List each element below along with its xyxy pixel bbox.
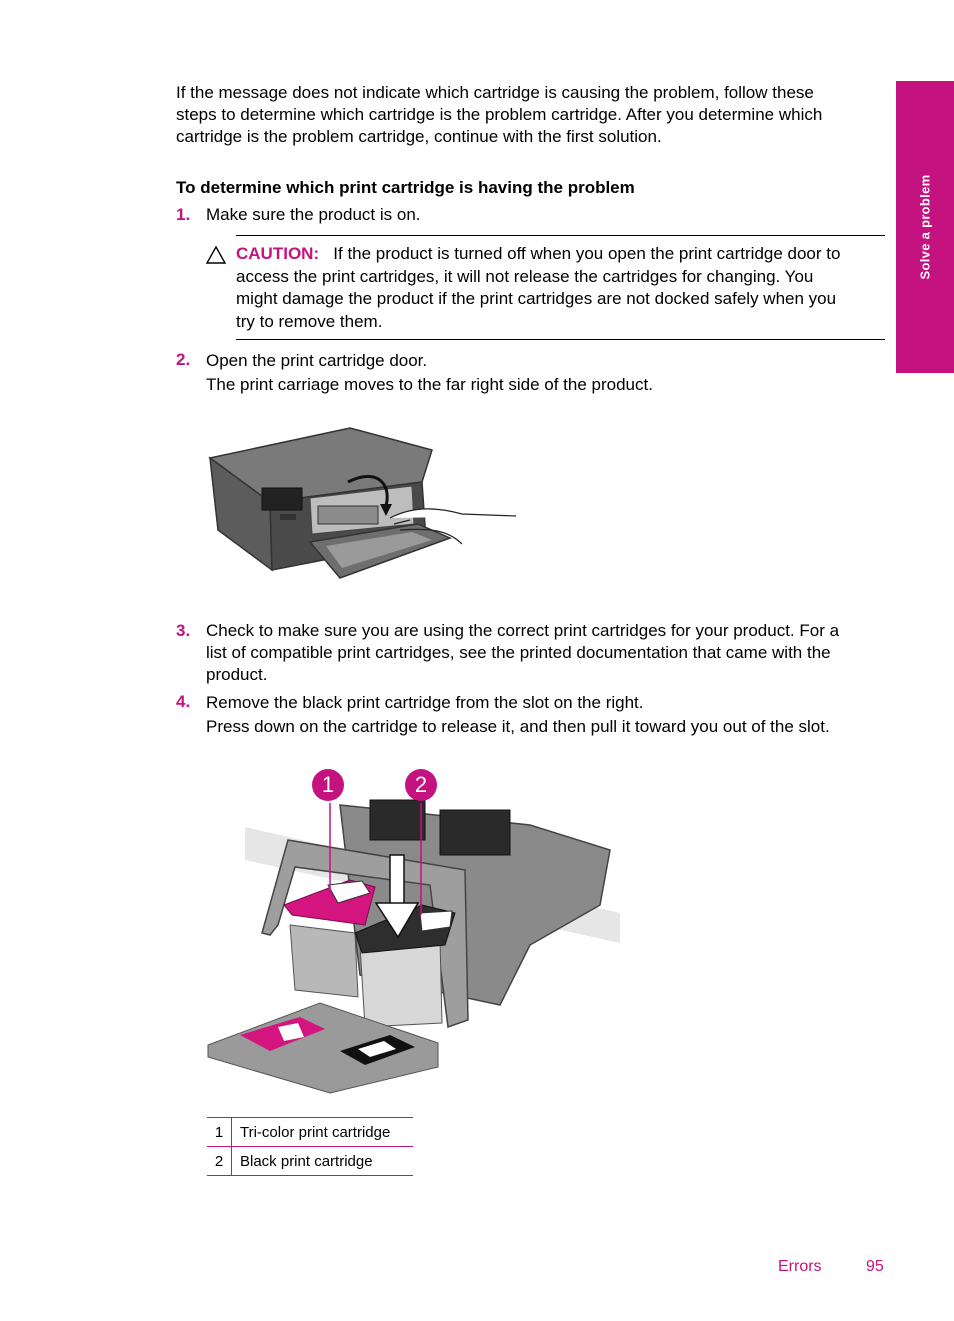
footer-section-name: Errors [778,1258,822,1275]
intro-paragraph: If the message does not indicate which c… [176,82,886,148]
step-number: 1. [176,205,191,224]
caution-top-rule [236,235,885,236]
printer-door-open-illustration [208,427,517,579]
step-text: Make sure the product is on. [206,205,421,224]
procedure-title: To determine which print cartridge is ha… [176,178,635,197]
caution-text: CAUTION: If the product is turned off wh… [236,244,841,331]
caution-triangle-icon [206,246,226,264]
step-number: 3. [176,621,191,640]
intro-line: cartridge is the problem cartridge, cont… [176,127,662,146]
callout-legend-table: 1 Tri-color print cartridge 2 Black prin… [207,1117,413,1176]
step-number: 4. [176,692,191,711]
step-number: 2. [176,350,191,369]
callout-2-badge: 2 [405,769,437,801]
step-text: Open the print cartridge door. The print… [206,351,653,394]
footer-page-number: 95 [866,1258,884,1275]
intro-line: steps to determine which cartridge is th… [176,105,823,124]
caution-bottom-rule [236,339,885,340]
table-row: 2 Black print cartridge [207,1146,413,1176]
step-text: Remove the black print cartridge from th… [206,693,830,736]
step-text: Check to make sure you are using the cor… [206,621,840,684]
caution-label: CAUTION: [236,244,320,263]
side-tab-label: Solve a problem [917,174,933,280]
callout-1-badge: 1 [312,769,344,801]
intro-line: If the message does not indicate which c… [176,83,814,102]
cartridge-carriage-illustration [207,799,620,1094]
table-row: 1 Tri-color print cartridge [207,1117,413,1147]
section-side-tab: Solve a problem [896,81,954,373]
